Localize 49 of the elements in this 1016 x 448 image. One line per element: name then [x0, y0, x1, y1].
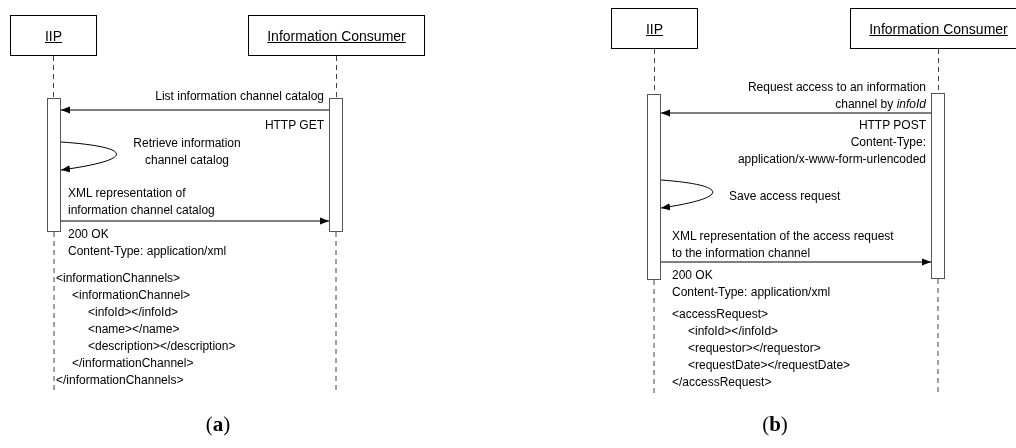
message-label: XML representation of information channel catalog	[68, 185, 216, 219]
code-line: </informationChannel>	[72, 355, 194, 372]
activation-bar	[647, 94, 661, 280]
activation-bar	[931, 93, 945, 279]
participant-box	[248, 15, 425, 56]
self-message-arrow	[60, 141, 117, 173]
participant-name: Information Consumer	[869, 20, 1008, 37]
message-arrow	[60, 106, 330, 114]
activation-bar	[47, 98, 61, 232]
protocol-text: HTTP GET	[264, 117, 324, 134]
lifeline	[937, 278, 939, 394]
code-line: <description></description>	[88, 338, 236, 355]
code-line: <informationChannels>	[56, 270, 181, 287]
participant-box	[10, 15, 97, 56]
message-label: Request access to an information channel by infoId	[746, 79, 926, 113]
message-arrow	[660, 258, 932, 266]
message-label: List information channel catalog	[154, 88, 324, 105]
code-line: <name></name>	[88, 321, 180, 338]
participant-box	[611, 8, 698, 49]
lifeline	[53, 55, 54, 99]
activation-bar	[329, 98, 343, 232]
protocol-text: HTTP POST	[858, 117, 926, 134]
lifeline	[336, 55, 337, 99]
header-text: Content-Type: application/xml	[672, 284, 831, 301]
code-line: <informationChannel>	[72, 287, 191, 304]
figure-caption: (b)	[761, 412, 789, 436]
code-line: <requestor></requestor>	[688, 340, 821, 357]
participant-box	[850, 8, 1016, 49]
participant-name: IIP	[645, 20, 664, 37]
code-line: <requestDate></requestDate>	[688, 357, 851, 374]
participant-name: Information Consumer	[267, 27, 406, 44]
header-text: Content-Type: application/xml	[68, 243, 227, 260]
message-label: XML representation of the access request to the information channel	[672, 228, 895, 262]
figure-caption: (a)	[204, 412, 232, 436]
participant-name: IIP	[44, 27, 63, 44]
code-line: <infoId></infoId>	[88, 304, 179, 321]
message-arrow	[60, 217, 330, 225]
message-label: Save access request	[729, 188, 842, 205]
code-line: <infoId></infoId>	[688, 323, 779, 340]
code-line: </accessRequest>	[672, 374, 772, 391]
lifeline	[653, 279, 655, 394]
code-line: </informationChannels>	[56, 372, 184, 389]
header-text: Content-Type: application/x-www-form-urlencoded	[736, 134, 926, 168]
code-line: <accessRequest>	[672, 306, 769, 323]
message-arrow	[660, 109, 932, 117]
message-label: Retrieve information channel catalog	[132, 135, 242, 169]
status-text: 200 OK	[68, 226, 109, 243]
status-text: 200 OK	[672, 267, 713, 284]
self-message-arrow	[660, 179, 714, 211]
